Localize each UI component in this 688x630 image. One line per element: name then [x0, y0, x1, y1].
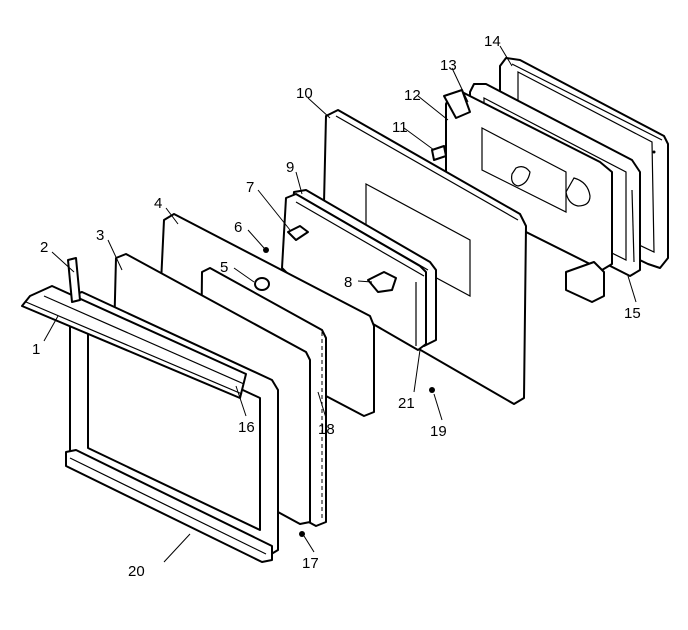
callout-19: 19	[430, 423, 447, 440]
callout-12: 12	[404, 87, 421, 104]
callout-15: 15	[624, 305, 641, 322]
callout-5: 5	[220, 259, 228, 276]
callout-6: 6	[234, 219, 242, 236]
part-7-bracket	[287, 225, 309, 241]
part-11-latch	[431, 145, 447, 161]
callout-20: 20	[128, 563, 145, 580]
callout-16: 16	[238, 419, 255, 436]
callout-21: 21	[398, 395, 415, 412]
callout-18: 18	[318, 421, 335, 438]
callout-4: 4	[154, 195, 162, 212]
callout-11: 11	[392, 119, 408, 136]
part-6-screw	[263, 247, 269, 253]
callout-9: 9	[286, 159, 294, 176]
part-8-clip	[367, 271, 397, 293]
part-17-screw	[299, 531, 305, 537]
callout-10: 10	[296, 85, 313, 102]
callout-13: 13	[440, 57, 457, 74]
part-9-glass-pack	[281, 189, 437, 351]
callout-7: 7	[246, 179, 254, 196]
callout-1: 1	[32, 341, 40, 358]
callout-14: 14	[484, 33, 501, 50]
callout-8: 8	[344, 274, 352, 291]
leader-lines	[43, 45, 637, 563]
part-12-inner-panel	[443, 89, 613, 303]
part-5-spacer	[254, 277, 270, 291]
callout-2: 2	[40, 239, 48, 256]
part-20-bottom-trim	[65, 449, 273, 563]
callout-3: 3	[96, 227, 104, 244]
part-19-screw	[429, 387, 435, 393]
callout-labels: 1 2 3 4 5 6 7 8 9 10 11 12 13 14 15 16 1…	[32, 33, 641, 580]
callout-17: 17	[302, 555, 319, 572]
